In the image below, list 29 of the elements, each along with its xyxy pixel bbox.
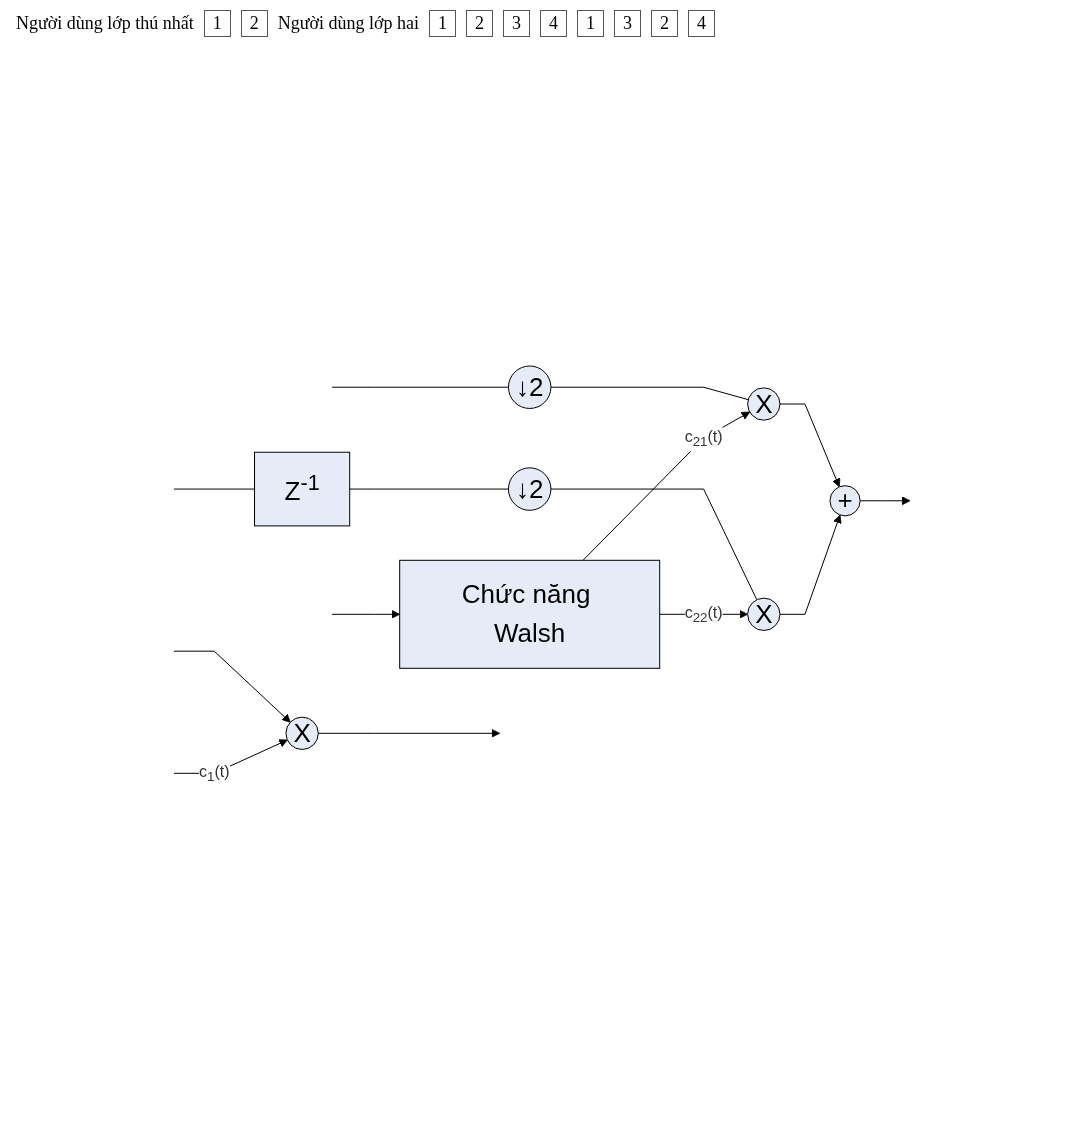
arrow [317, 728, 500, 738]
bit-label: 1 [429, 10, 457, 37]
block-node: Chức năng Walsh [399, 559, 661, 669]
input-label: Người dùng lớp thú nhất [16, 13, 194, 34]
arrow [779, 514, 842, 615]
arrow [859, 496, 911, 505]
block-node: X [747, 387, 781, 421]
block-node: ↓2 [507, 467, 552, 511]
bit-label: 2 [466, 10, 494, 37]
bit-label: 2 [240, 10, 268, 37]
bit-label: 2 [651, 10, 679, 37]
bit-label: 1 [203, 10, 231, 37]
edge-label: c$_{22}$(t) [684, 603, 723, 625]
block-node: X [747, 597, 781, 631]
bit-label: 3 [503, 10, 531, 37]
bit-label: 4 [688, 10, 716, 37]
input-label: Người dùng lớp hai [277, 13, 420, 34]
arrow [173, 650, 291, 723]
block-node: X [285, 716, 319, 750]
edge-label: c$_{21}$(t) [684, 427, 723, 449]
arrow [331, 609, 400, 619]
block-node: + [829, 485, 861, 517]
block-node: ↓2 [507, 365, 552, 409]
arrow [779, 403, 841, 488]
bit-label: 4 [540, 10, 568, 37]
bit-label: 3 [614, 10, 642, 37]
bit-label: 1 [577, 10, 605, 37]
block-node: Z$^{-1}$ [253, 451, 351, 527]
edge-label: c$_{1}$(t) [198, 762, 230, 784]
